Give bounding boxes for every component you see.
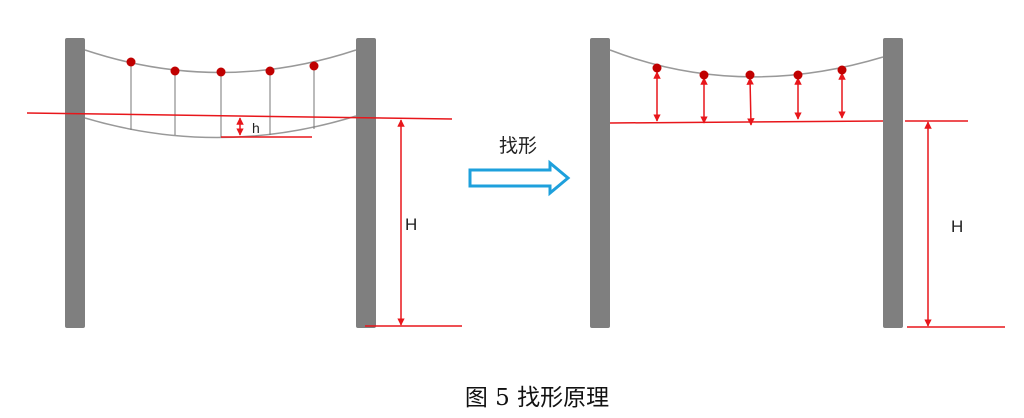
reference-line (26, 112, 453, 120)
left-pole-2 (356, 38, 376, 328)
right-pole-2 (883, 38, 903, 328)
height-label: H (405, 215, 417, 234)
cable-nodes (126, 57, 319, 77)
reference-line (609, 120, 884, 124)
bottom-cable (84, 115, 357, 139)
right-arrow-icon (468, 159, 571, 197)
right-pole-1 (590, 38, 610, 328)
offset-arrows (653, 71, 846, 126)
figure-caption: 图 5 找形原理 (464, 385, 610, 411)
arrow-label: 找形 (499, 135, 537, 157)
cable-nodes (652, 63, 847, 80)
left-panel: h H (26, 38, 462, 328)
transition-arrow: 找形 (468, 135, 571, 197)
height-label: H (951, 217, 963, 236)
cable (609, 49, 884, 78)
hangers (130, 62, 315, 137)
h-label: h (252, 120, 260, 136)
right-panel: H (590, 38, 1005, 328)
left-pole-1 (65, 38, 85, 328)
